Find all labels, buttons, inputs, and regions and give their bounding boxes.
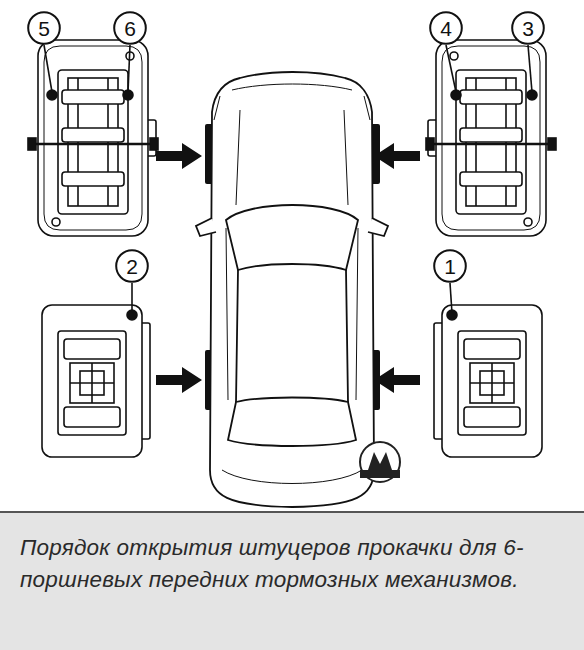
callout-ring	[116, 250, 148, 282]
callout-number: 1	[444, 256, 456, 277]
callout-circle: 5	[27, 11, 61, 45]
callout-circle: 6	[113, 11, 147, 45]
callout-ring	[28, 12, 60, 44]
callout-circle: 2	[115, 249, 149, 283]
callout-ring	[434, 250, 466, 282]
callout-ring	[114, 12, 146, 44]
callout-ring	[512, 12, 544, 44]
callout-circle: 3	[511, 11, 545, 45]
callout-number: 2	[126, 256, 138, 277]
callout-circle: 1	[433, 249, 467, 283]
callout-circle: 4	[429, 11, 463, 45]
callout-number: 5	[38, 18, 50, 39]
callout-number: 4	[440, 18, 452, 39]
callout-ring	[430, 12, 462, 44]
callout-number: 3	[522, 18, 534, 39]
callout-number: 6	[124, 18, 136, 39]
figure-caption: Порядок открытия штуцеров прокачки для 6…	[20, 532, 568, 596]
